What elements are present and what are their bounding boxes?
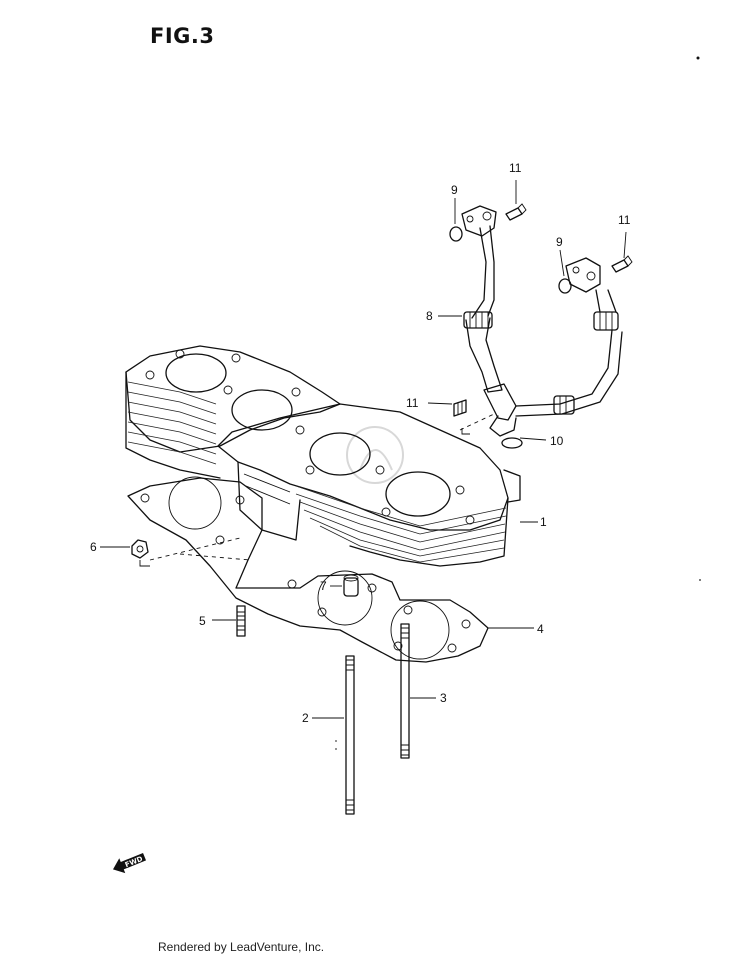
callout-9-right: 9 <box>556 235 563 249</box>
cap-nut[interactable] <box>131 539 149 559</box>
callout-3: 3 <box>440 691 447 705</box>
callout-11-middle: 11 <box>406 396 419 410</box>
callout-8: 8 <box>426 309 433 323</box>
callout-2: 2 <box>302 711 309 725</box>
callout-7: 7 <box>320 579 327 593</box>
leader-lines <box>100 180 627 756</box>
bolt-top[interactable] <box>505 203 527 221</box>
oil-hose-assembly[interactable] <box>461 205 623 437</box>
figure-title: FIG.3 <box>150 24 215 48</box>
bolt-right[interactable] <box>611 255 633 273</box>
fwd-label: FWD <box>124 855 144 869</box>
callout-1: 1 <box>540 515 547 529</box>
callout-6: 6 <box>90 540 97 554</box>
cylinder-block[interactable] <box>125 345 521 567</box>
watermark-logo <box>346 426 404 484</box>
callout-9-left: 9 <box>451 183 458 197</box>
stud-bolt-medium[interactable] <box>400 623 410 759</box>
callout-5: 5 <box>199 614 206 628</box>
callout-11-right: 11 <box>618 213 631 227</box>
stud-bolt-short[interactable] <box>236 605 246 637</box>
stud-bolt-long[interactable] <box>345 655 355 815</box>
o-ring-right[interactable] <box>558 278 572 294</box>
forward-arrow-icon: FWD <box>112 852 147 874</box>
callout-11-top: 11 <box>509 161 522 175</box>
o-ring-left[interactable] <box>449 226 463 242</box>
bolt-middle[interactable] <box>453 399 467 417</box>
dowel-pin[interactable] <box>343 574 359 597</box>
callout-10: 10 <box>550 434 564 448</box>
gasket-washer[interactable] <box>501 437 523 449</box>
footer-credit: Rendered by LeadVenture, Inc. <box>158 940 325 954</box>
callout-4: 4 <box>537 622 544 636</box>
